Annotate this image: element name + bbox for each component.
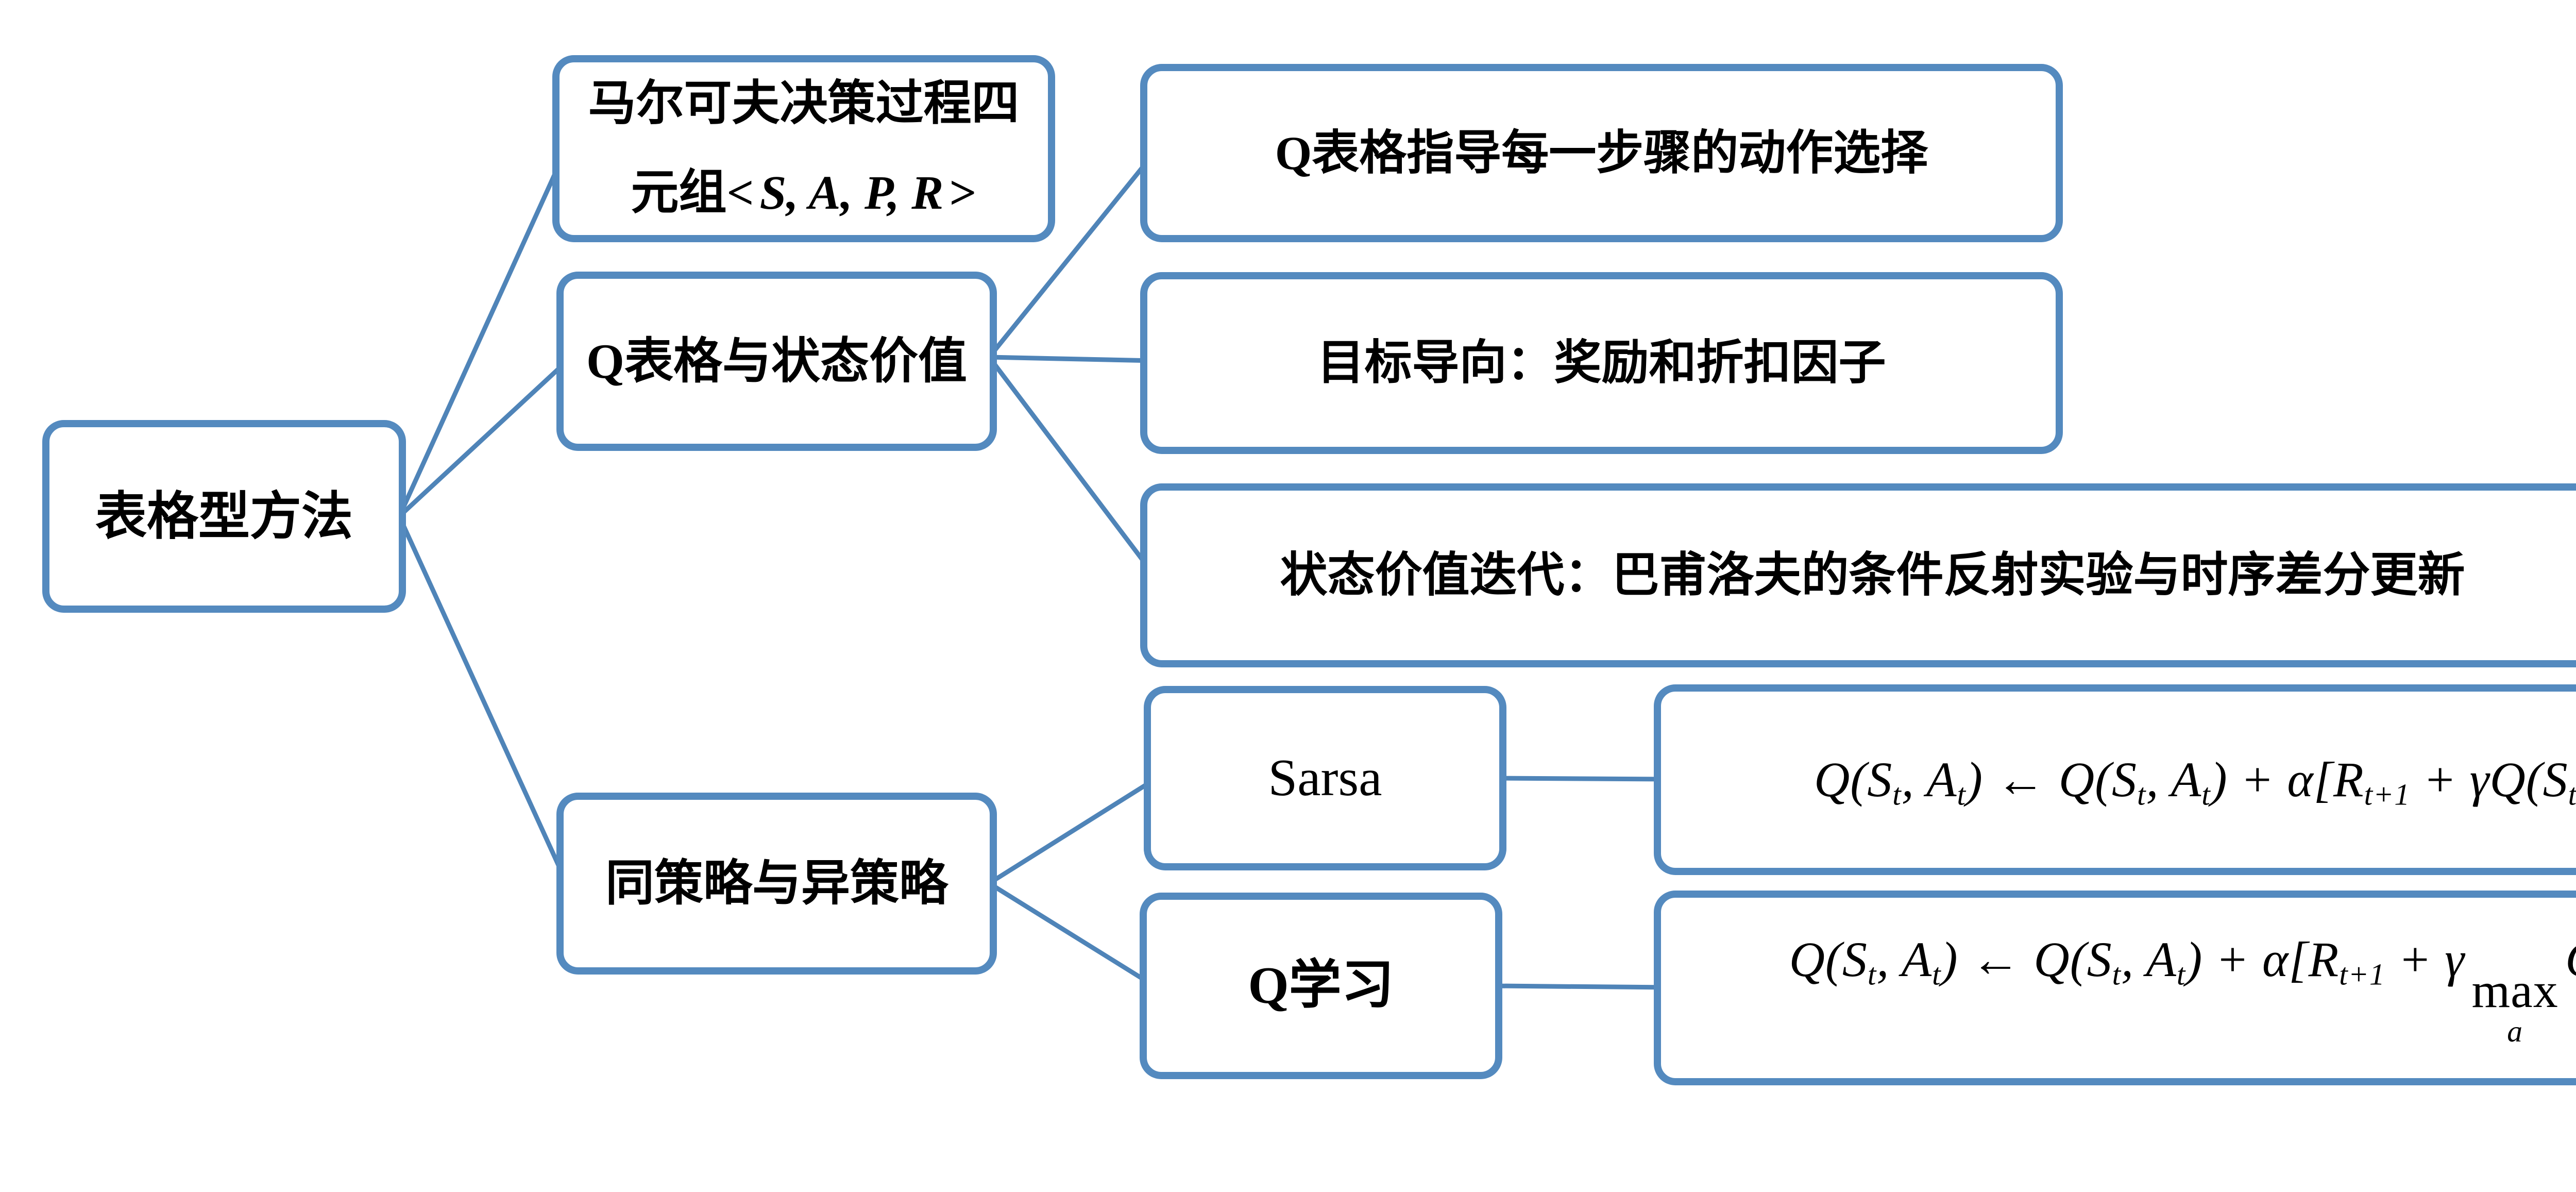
edge-sarsa-formula	[1494, 776, 1670, 782]
node-mdp-line1: 马尔可夫决策过程四	[588, 77, 1020, 131]
node-on-off-policy-label: 同策略与异策略	[605, 856, 948, 911]
sarsa-update-formula: Q(St, At) ← Q(St, At) + α[Rt+1 + γQ(St+1…	[1814, 752, 2576, 812]
edge-root-policy	[397, 515, 569, 884]
node-value-iteration-label: 状态价值迭代：巴甫洛夫的条件反射实验与时序差分更新	[1280, 549, 2465, 601]
edge-qtable-valueiter	[987, 356, 1156, 577]
edge-root-mdp	[397, 147, 569, 517]
node-goal-oriented-label: 目标导向：奖励和折扣因子	[1317, 337, 1886, 389]
node-mdp-line2: 元组<S, A, P, R>	[631, 149, 977, 238]
node-root-label: 表格型方法	[95, 488, 353, 545]
node-mdp-line2-suffix: >	[949, 166, 977, 220]
node-on-off-policy: 同策略与异策略	[556, 793, 997, 975]
edge-qtable-action	[987, 152, 1156, 359]
node-sarsa-formula: Q(St, At) ← Q(St, At) + α[Rt+1 + γQ(St+1…	[1654, 684, 2576, 875]
node-sarsa: Sarsa	[1144, 686, 1506, 870]
node-qtable-state-value: Q表格与状态价值	[556, 272, 997, 451]
node-mdp-line2-prefix: 元组<	[631, 166, 754, 220]
node-sarsa-label: Sarsa	[1268, 749, 1382, 808]
node-qlearning-label: Q学习	[1248, 956, 1394, 1015]
node-qlearning-formula: Q(St, At) ← Q(St, At) + α[Rt+1 + γmaxaQ(…	[1654, 891, 2576, 1085]
qlearning-update-formula: Q(St, At) ← Q(St, At) + α[Rt+1 + γmaxaQ(…	[1789, 932, 2576, 1049]
edge-qlearning-formula	[1494, 983, 1670, 990]
node-root: 表格型方法	[42, 420, 406, 613]
node-value-iteration: 状态价值迭代：巴甫洛夫的条件反射实验与时序差分更新	[1140, 483, 2576, 667]
node-qlearning: Q学习	[1140, 893, 1502, 1079]
node-mdp-quadruple: 马尔可夫决策过程四 元组<S, A, P, R>	[552, 55, 1055, 242]
edge-qtable-goal	[989, 355, 1155, 363]
edge-policy-qlearning	[988, 881, 1156, 988]
node-qtable-label: Q表格与状态价值	[586, 333, 967, 389]
edge-root-qtable	[397, 359, 569, 518]
node-action-selection: Q表格指导每一步骤的动作选择	[1140, 64, 2063, 242]
node-mdp-tuple-vars: S, A, P, R	[759, 166, 944, 220]
node-action-selection-label: Q表格指导每一步骤的动作选择	[1275, 126, 1928, 179]
node-goal-oriented: 目标导向：奖励和折扣因子	[1140, 272, 2063, 454]
edge-policy-sarsa	[988, 776, 1158, 885]
